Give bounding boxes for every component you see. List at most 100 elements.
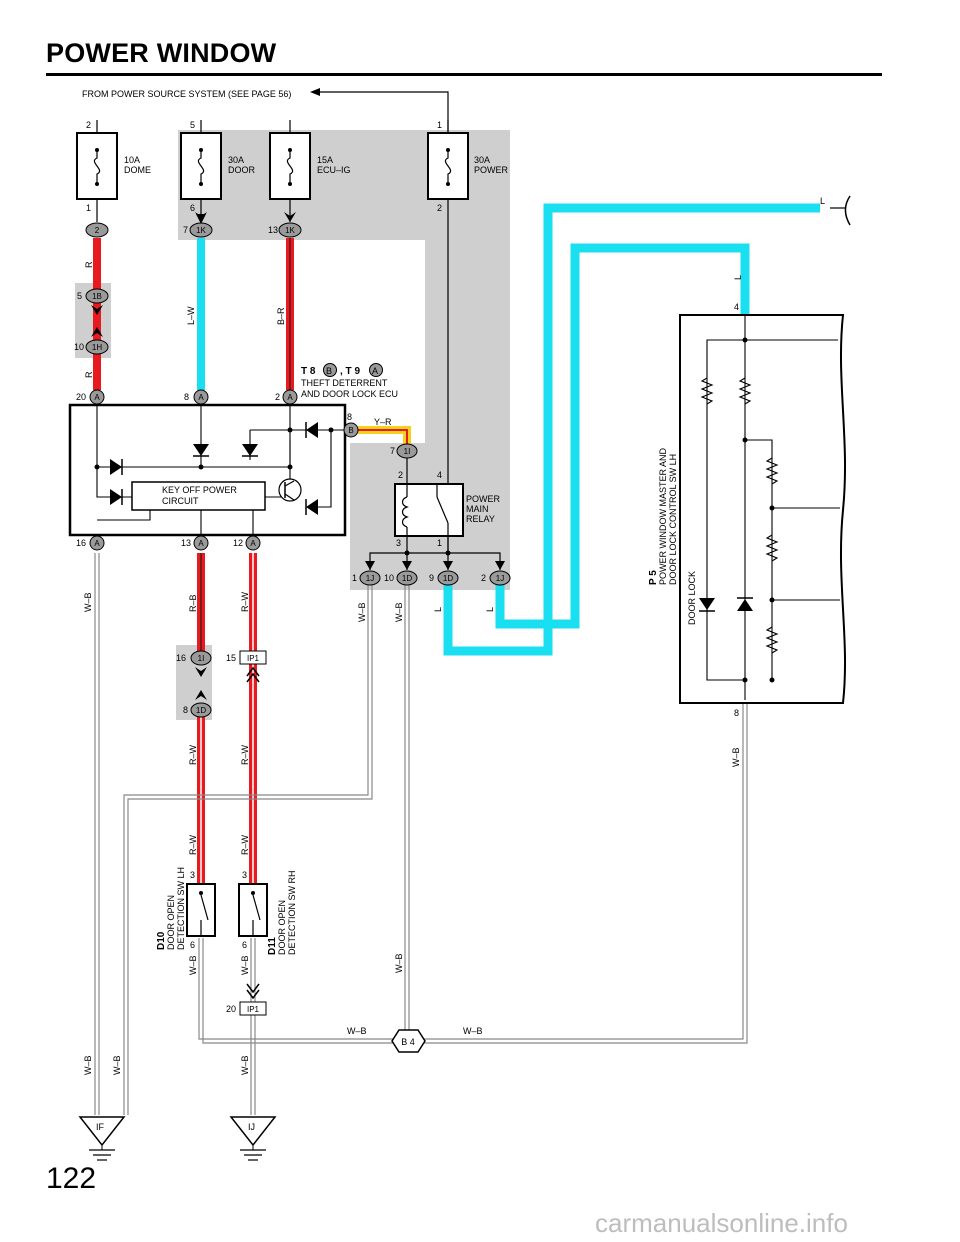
relay-dots: [404, 550, 451, 556]
wire-label-wb-c: W–B: [394, 602, 404, 622]
svg-text:1D: 1D: [196, 706, 206, 715]
wire-label-wb-e: W–B: [188, 955, 198, 975]
wire-label-wb-i: W–B: [463, 1026, 483, 1036]
svg-text:2: 2: [95, 226, 100, 235]
wire-labels: R R L–W B–R Y–R L L L L W–B W–B W–B W–B …: [83, 196, 825, 1075]
wire-label-rw-5: R–W: [240, 834, 250, 855]
svg-text:7: 7: [390, 446, 395, 456]
ecu-diodes: [110, 422, 318, 515]
watermark: carmanualsonline.info: [595, 1208, 848, 1238]
master-switch-name-1: POWER WINDOW MASTER AND: [658, 448, 668, 586]
svg-text:1D: 1D: [443, 574, 453, 583]
source-line: [318, 91, 449, 135]
svg-text:10: 10: [74, 342, 84, 352]
fuse-ecu-rating: 15A: [317, 155, 333, 165]
wire-cyan-L-outer: [443, 203, 820, 656]
svg-text:A: A: [94, 539, 100, 548]
svg-text:13: 13: [268, 225, 278, 235]
fuse-power-name: POWER: [474, 165, 509, 175]
svg-text:1K: 1K: [196, 226, 206, 235]
relay-name-2: MAIN: [466, 504, 489, 514]
svg-text:16: 16: [176, 653, 186, 663]
wire-label-wb-g: W–B: [394, 953, 404, 973]
relay-pin-4: 4: [437, 470, 442, 480]
connector-1B: 1B 5: [77, 288, 109, 304]
fuse-dome-pin-top: 2: [86, 120, 91, 130]
ecu-code-b: B: [326, 366, 332, 376]
wire-label-wb-d: W–B: [731, 747, 741, 767]
svg-text:1I: 1I: [404, 447, 411, 456]
wire-label-rw-4: R–W: [188, 834, 198, 855]
door-switch-rh-name-1: DOOR OPEN: [277, 900, 287, 955]
wire-yellow-YR-core: [358, 429, 408, 445]
wire-cyan-L-inner: [495, 243, 750, 629]
wire-label-l-top: L: [820, 196, 825, 206]
svg-text:20: 20: [76, 392, 86, 402]
wire-yellow-YR: [358, 426, 411, 445]
wire-label-wb-j: W–B: [83, 1055, 93, 1075]
svg-text:9: 9: [429, 573, 434, 583]
wire-label-wb-a: W–B: [83, 592, 93, 612]
connector-A13: A13: [181, 535, 209, 551]
relay-name-1: POWER: [466, 494, 501, 504]
relay-pin-1: 1: [437, 538, 442, 548]
connector-1I-lower: 1I 16: [176, 650, 212, 666]
connector-A20: A 20: [76, 389, 105, 405]
connector-1J-left: 1J1: [352, 570, 381, 586]
ecu-name-1: THEFT DETERRENT: [301, 378, 388, 388]
master-switch-body: [679, 314, 847, 704]
door-switch-lh-pin-bottom: 6: [190, 940, 195, 950]
ecu-junction-dots: [94, 427, 334, 470]
wire-label-yr: Y–R: [374, 417, 392, 427]
svg-text:1I: 1I: [198, 654, 205, 663]
master-switch-code: P 5: [648, 570, 659, 585]
key-off-circuit-box: [131, 481, 266, 511]
wire-cyan-LW: [197, 238, 205, 390]
wire-rb: [197, 553, 205, 653]
fuse-door-name: DOOR: [228, 165, 256, 175]
wire-label-wb-b: W–B: [357, 602, 367, 622]
ecu-transistor: [278, 478, 302, 502]
svg-text:5: 5: [77, 291, 82, 301]
svg-text:A: A: [94, 393, 100, 402]
master-switch-internal: [700, 315, 840, 700]
wire-label-rw-1: R–W: [240, 591, 250, 612]
svg-text:12: 12: [233, 538, 243, 548]
connector-1J-right: 1J2: [481, 570, 511, 586]
source-arrow: [310, 88, 320, 96]
svg-text:A: A: [198, 539, 204, 548]
page-number: 122: [46, 1162, 97, 1195]
door-switch-rh-pin-top: 3: [242, 870, 247, 880]
door-switch-lh-code: D10: [156, 931, 167, 950]
fuse-dome: [76, 132, 118, 200]
relay-arrows: [365, 561, 505, 570]
ecu-code-a-marker: [369, 363, 383, 377]
door-switch-rh-code: D11: [267, 937, 278, 955]
ecu-code-a: A: [372, 366, 378, 376]
ecu-code-sep: , T 9: [340, 366, 360, 377]
splice-b4: [391, 1029, 426, 1053]
wire-wb-1j: [123, 583, 373, 1115]
svg-text:2: 2: [275, 392, 280, 402]
fuse-door-pin-bottom: 6: [190, 203, 195, 213]
connector-1K-door: 1K7: [183, 222, 213, 238]
door-switch-lh: [186, 883, 216, 937]
connector-1I-relay: 1I 7: [390, 443, 418, 459]
svg-text:1B: 1B: [92, 292, 102, 301]
fuse-dome-name: DOME: [124, 165, 151, 175]
svg-text:20: 20: [226, 1004, 236, 1014]
fuse-door: [180, 132, 222, 200]
fuse-power-rating: 30A: [474, 155, 490, 165]
connector-1D-lower: 1D8: [183, 702, 212, 718]
wire-wb-bus: [198, 700, 748, 1115]
relay-box: [394, 483, 464, 537]
wire-label-wb-l: W–B: [240, 1055, 250, 1075]
splice-b4-label: B 4: [401, 1037, 415, 1047]
